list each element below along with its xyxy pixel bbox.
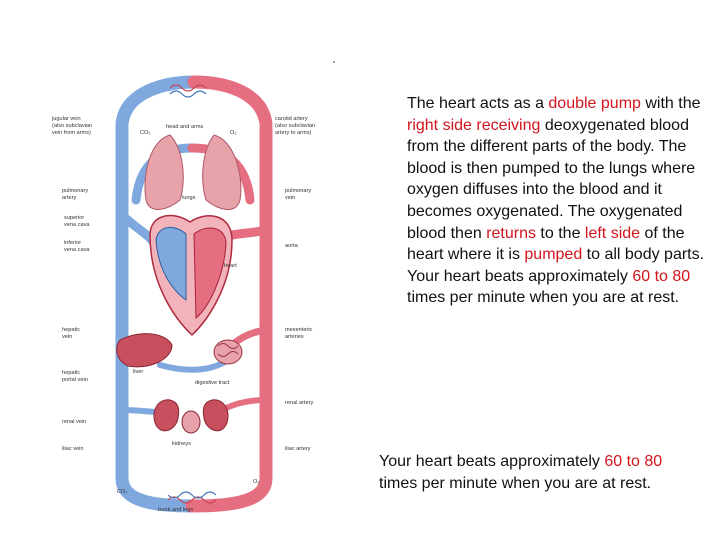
heart xyxy=(149,214,233,337)
liver xyxy=(116,333,173,368)
label-co2-bottom: CO₂ xyxy=(117,489,128,495)
head-artery-loop xyxy=(187,75,273,131)
highlighted-text: 60 to 80 xyxy=(632,267,691,285)
highlighted-text: returns xyxy=(486,224,536,242)
digestive-tract xyxy=(213,339,243,365)
label-co2-top: CO₂ xyxy=(140,130,151,136)
renal-artery-branch xyxy=(219,397,269,413)
label-renal-artery: renal artery xyxy=(285,400,313,406)
portal-branch xyxy=(157,357,231,373)
label-inferior-vena-cava: inferior vena cava xyxy=(64,240,90,253)
left-heart-chambers xyxy=(193,227,227,320)
label-aorta: aorta xyxy=(285,243,299,249)
highlighted-text: double pump xyxy=(548,95,641,112)
left-lung xyxy=(144,134,184,210)
label-liver: liver xyxy=(133,369,143,375)
text-run: Your heart beats approximately xyxy=(379,453,605,470)
body-artery-loop xyxy=(185,121,273,513)
dot-mark xyxy=(333,61,335,63)
label-iliac-vein: iliac vein xyxy=(62,446,83,452)
text-run: to all body parts. Your heart beats appr… xyxy=(407,246,705,285)
highlighted-text: left side xyxy=(584,224,641,242)
highlighted-text: right side receiving xyxy=(407,116,541,134)
label-hepatic-portal-vein: hepatic portal vein xyxy=(62,370,88,383)
kidneys xyxy=(153,399,229,434)
label-digestive-tract: digestive tract xyxy=(195,380,230,386)
text-run: times per minute when you are at rest. xyxy=(379,474,652,492)
text-run: times per minute when you are at rest. xyxy=(407,289,680,307)
trunk-capillary-bed xyxy=(167,491,217,504)
label-pulmonary-vein: pulmonary vein xyxy=(285,188,313,201)
text-run: deoxygenated blood from the different pa… xyxy=(407,116,696,242)
head-vein-loop xyxy=(115,75,201,131)
text-run: to the xyxy=(535,224,585,242)
text-run: with the xyxy=(640,95,701,112)
lungs xyxy=(144,134,242,210)
text-run: of the heart where it is xyxy=(407,224,685,264)
text-run: The heart acts as a xyxy=(407,95,549,112)
heart-rate-paragraph: Your heart beats approximately 60 to 80 … xyxy=(379,451,679,494)
label-trunk-and-legs: trunk and legs xyxy=(158,507,193,513)
highlighted-text: 60 to 80 xyxy=(604,453,663,470)
label-carotid-artery: carotid artery (also subclavian artery t… xyxy=(275,116,317,136)
label-hepatic-vein: hepatic vein xyxy=(62,327,82,340)
label-o2-top: O₂ xyxy=(230,130,237,136)
label-lungs: lungs xyxy=(182,195,196,201)
diagram-labels: jugular vein (also subclavian vein from … xyxy=(51,116,317,513)
head-capillary-bed xyxy=(169,84,207,98)
label-mesenteric-arteries: mesenteric arteries xyxy=(285,327,314,340)
label-superior-vena-cava: superior vena cava xyxy=(64,215,90,228)
highlighted-text: pumped xyxy=(524,246,583,264)
circulatory-system-diagram: jugular vein (also subclavian vein from … xyxy=(51,61,335,513)
label-head-and-arms: head and arms xyxy=(166,124,204,130)
label-iliac-artery: iliac artery xyxy=(285,446,311,452)
label-pulmonary-artery: pulmonary artery xyxy=(62,188,90,201)
right-heart-chambers xyxy=(155,227,187,301)
label-jugular-vein: jugular vein (also subclavian vein from … xyxy=(51,116,94,136)
label-heart: heart xyxy=(224,263,237,269)
body-vein-loop xyxy=(115,121,199,513)
label-renal-vein: renal vein xyxy=(62,419,86,425)
label-kidneys: kidneys xyxy=(172,441,191,447)
label-o2-bottom: O₂ xyxy=(253,479,260,485)
heart-explanation-paragraph: The heart acts as a double pump with the… xyxy=(407,93,707,309)
right-lung xyxy=(202,134,242,210)
